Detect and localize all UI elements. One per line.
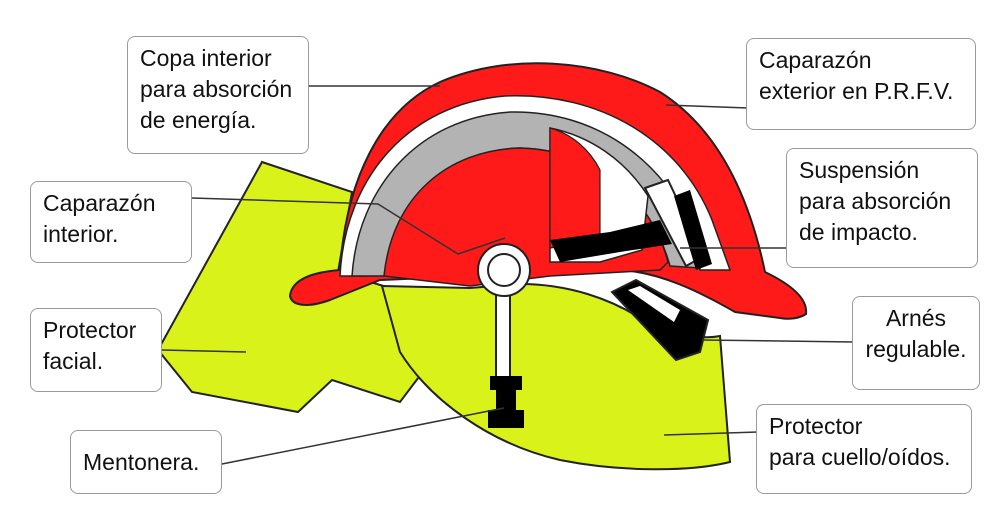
callout-line: de impacto.: [799, 219, 918, 245]
harness-highlight: [628, 286, 680, 322]
leader-face-protector: [161, 349, 247, 353]
callout-line: Mentonera.: [83, 449, 200, 475]
callout-chin-strap: Mentonera.: [70, 430, 222, 494]
callout-line: exterior en P.R.F.V.: [759, 78, 954, 104]
chin-strap-clip: [496, 390, 516, 412]
pivot-knob: [487, 253, 521, 287]
suspension-dark: [674, 190, 712, 270]
callout-line: Copa interior: [140, 45, 272, 71]
callout-neck-protector: Protector para cuello/oídos.: [756, 404, 972, 494]
callout-line: para absorción: [140, 76, 293, 102]
callout-line: Suspensión: [799, 157, 920, 183]
callout-line: Caparazón: [43, 190, 156, 216]
chin-strap-clip: [490, 376, 522, 390]
callout-line: Protector: [769, 413, 863, 439]
callout-inner-cup: Copa interior para absorción de energía.: [127, 36, 309, 154]
cutaway-red: [549, 127, 601, 249]
callout-line: de energía.: [140, 107, 257, 133]
harness-shape: [610, 278, 710, 362]
neck-protector-shape: [380, 282, 732, 471]
leader-outer-shell: [665, 104, 749, 109]
callout-line: para cuello/oídos.: [769, 444, 951, 470]
callout-line: Caparazón: [759, 47, 872, 73]
chin-strap-clip: [488, 410, 524, 428]
callout-inner-shell: Caparazón interior.: [30, 181, 192, 263]
callout-outer-shell: Caparazón exterior en P.R.F.V.: [746, 38, 976, 130]
callout-suspension: Suspensión para absorción de impacto.: [786, 148, 978, 268]
leader-lines: [161, 85, 855, 465]
callout-line: interior.: [43, 221, 119, 247]
suspension-strap: [550, 220, 672, 262]
callout-line: regulable.: [865, 336, 967, 362]
leader-harness: [701, 339, 855, 343]
callout-line: Arnés: [885, 305, 947, 331]
leader-inner-shell: [191, 197, 506, 255]
callout-line: para absorción: [799, 188, 952, 214]
chin-strap-rod: [495, 285, 511, 381]
callout-harness: Arnés regulable.: [852, 296, 980, 390]
leader-neck-protector: [663, 431, 759, 436]
callout-face-protector: Protector facial.: [30, 308, 162, 392]
callout-line: facial.: [43, 348, 104, 374]
callout-line: Protector: [43, 317, 137, 343]
leader-chin-strap: [221, 407, 505, 465]
